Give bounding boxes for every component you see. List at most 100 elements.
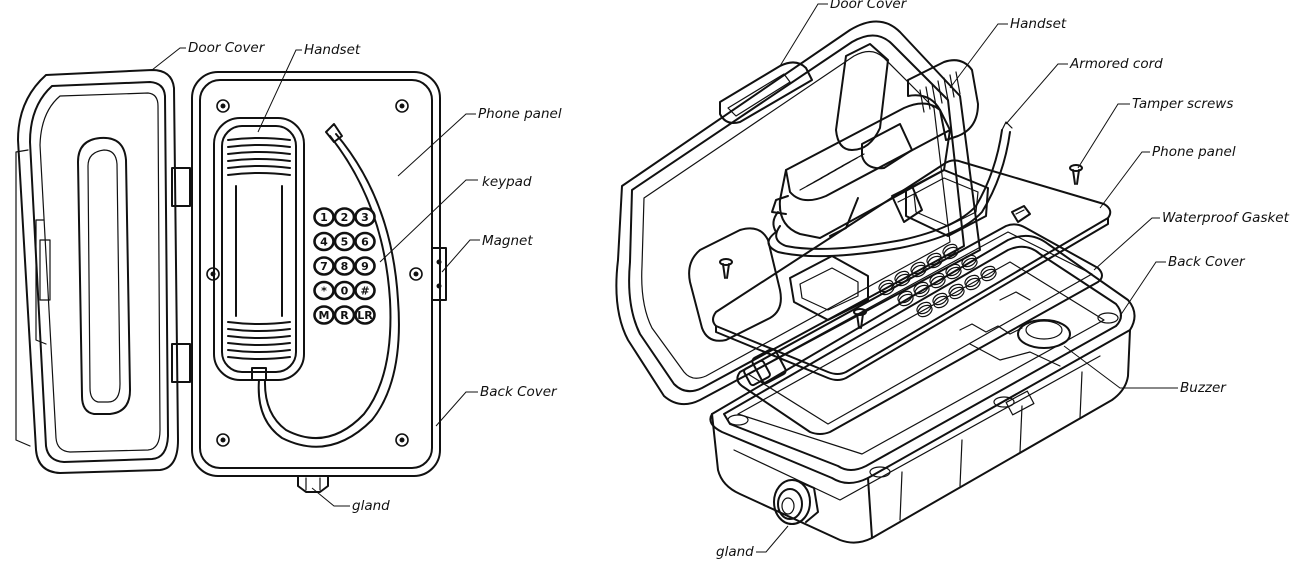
keypad-key — [897, 290, 914, 307]
keypad-key: # — [354, 280, 376, 301]
keypad-key: 4 — [313, 231, 335, 252]
handset-rib — [227, 335, 291, 339]
right-handset — [771, 59, 979, 239]
left-cord — [257, 133, 400, 448]
handset-rib — [931, 83, 937, 107]
keypad-key-label: 4 — [320, 236, 328, 249]
keypad-key: LR — [354, 305, 376, 325]
label-phone-panel-right: Phone panel — [1152, 144, 1236, 160]
keypad-key — [980, 265, 997, 282]
keypad-key: 6 — [354, 231, 376, 252]
handset-rib — [841, 153, 865, 167]
keypad-key: 0 — [333, 280, 356, 301]
keypad-key: 2 — [333, 207, 356, 227]
handset-rib — [227, 321, 291, 325]
keypad-key-label: 8 — [341, 260, 349, 273]
label-back-cover-right: Back Cover — [1168, 254, 1246, 270]
keypad-key: 1 — [313, 207, 335, 227]
keypad-key-label: R — [340, 309, 349, 322]
handset-rib — [227, 151, 291, 155]
handset-rib — [227, 165, 291, 169]
keypad-key — [932, 292, 949, 309]
label-waterproof-gasket-right: Waterproof Gasket — [1162, 210, 1290, 226]
keypad-key-label: 6 — [361, 236, 369, 249]
right-armored-cord — [767, 131, 1011, 258]
label-buzzer-right: Buzzer — [1180, 380, 1227, 396]
tamper-screw — [719, 258, 733, 279]
keypad-key — [945, 263, 962, 280]
keypad-key-label: * — [321, 285, 327, 298]
handset-rib — [227, 356, 291, 360]
keypad-key — [916, 301, 933, 318]
keypad-key-label: LR — [357, 309, 373, 322]
label-magnet-left: Magnet — [482, 233, 533, 249]
keypad-key — [894, 270, 911, 287]
keypad-key — [913, 281, 930, 298]
keypad-key — [961, 254, 978, 271]
keypad-key-label: 3 — [361, 211, 369, 224]
handset-rib — [925, 86, 931, 110]
left-door-cover — [15, 69, 191, 474]
right-gland — [773, 479, 819, 525]
keypad-key — [929, 272, 946, 289]
handset-rib — [227, 144, 291, 148]
right-gasket-clips — [743, 347, 787, 387]
keypad-key-label: M — [319, 309, 330, 322]
left-handset — [213, 117, 305, 381]
label-door-cover-left: Door Cover — [188, 40, 266, 56]
label-keypad-left: keypad — [482, 174, 532, 190]
keypad-key — [878, 279, 895, 296]
handset-rib — [955, 71, 961, 95]
keypad-key-label: 2 — [341, 211, 349, 224]
left-body — [191, 71, 447, 493]
keypad-key: 7 — [313, 256, 335, 276]
left-panel-screws — [206, 99, 423, 447]
keypad-key — [948, 283, 965, 300]
tamper-screw — [1069, 164, 1083, 185]
right-keypad — [878, 243, 997, 318]
keypad-key-label: # — [360, 285, 369, 298]
tamper-screw — [853, 308, 867, 329]
handset-rib — [227, 328, 291, 332]
handset-rib — [227, 158, 291, 162]
keypad-key-label: 1 — [320, 211, 328, 224]
labels: Door Cover Handset Phone panel keypad Ma… — [188, 0, 1290, 560]
keypad-key: 8 — [333, 256, 356, 276]
keypad-key: 9 — [354, 256, 376, 276]
keypad-key: R — [333, 305, 356, 325]
right-door-cover — [615, 20, 981, 406]
label-handset-left: Handset — [304, 42, 361, 58]
label-phone-panel-left: Phone panel — [478, 106, 562, 122]
label-back-cover-left: Back Cover — [480, 384, 558, 400]
handset-rib — [227, 137, 291, 141]
label-tamper-screws-right: Tamper screws — [1132, 96, 1233, 112]
label-gland-left: gland — [352, 498, 390, 514]
right-tamper-screws — [719, 164, 1083, 329]
keypad-key: * — [313, 280, 335, 301]
keypad-key: 3 — [354, 207, 376, 227]
keypad-key-label: 5 — [341, 236, 349, 249]
keypad-key-label: 9 — [361, 260, 369, 273]
label-gland-right: gland — [716, 544, 754, 560]
keypad-key — [942, 243, 959, 260]
handset-rib — [227, 172, 291, 176]
keypad-key-label: 7 — [320, 260, 328, 273]
keypad-key: M — [313, 305, 335, 325]
label-door-cover-right: Door Cover — [830, 0, 908, 12]
handset-rib — [943, 77, 949, 101]
label-handset-right: Handset — [1010, 16, 1067, 32]
keypad-key: 5 — [333, 231, 356, 252]
handset-rib — [937, 80, 943, 104]
right-view — [615, 20, 1136, 544]
keypad-key — [964, 274, 981, 291]
handset-rib — [227, 342, 291, 346]
handset-rib — [227, 349, 291, 353]
keypad-key — [926, 252, 943, 269]
label-armored-cord-right: Armored cord — [1069, 56, 1163, 72]
leader-lines — [151, 3, 1178, 553]
right-waterproof-gasket — [736, 223, 1103, 435]
